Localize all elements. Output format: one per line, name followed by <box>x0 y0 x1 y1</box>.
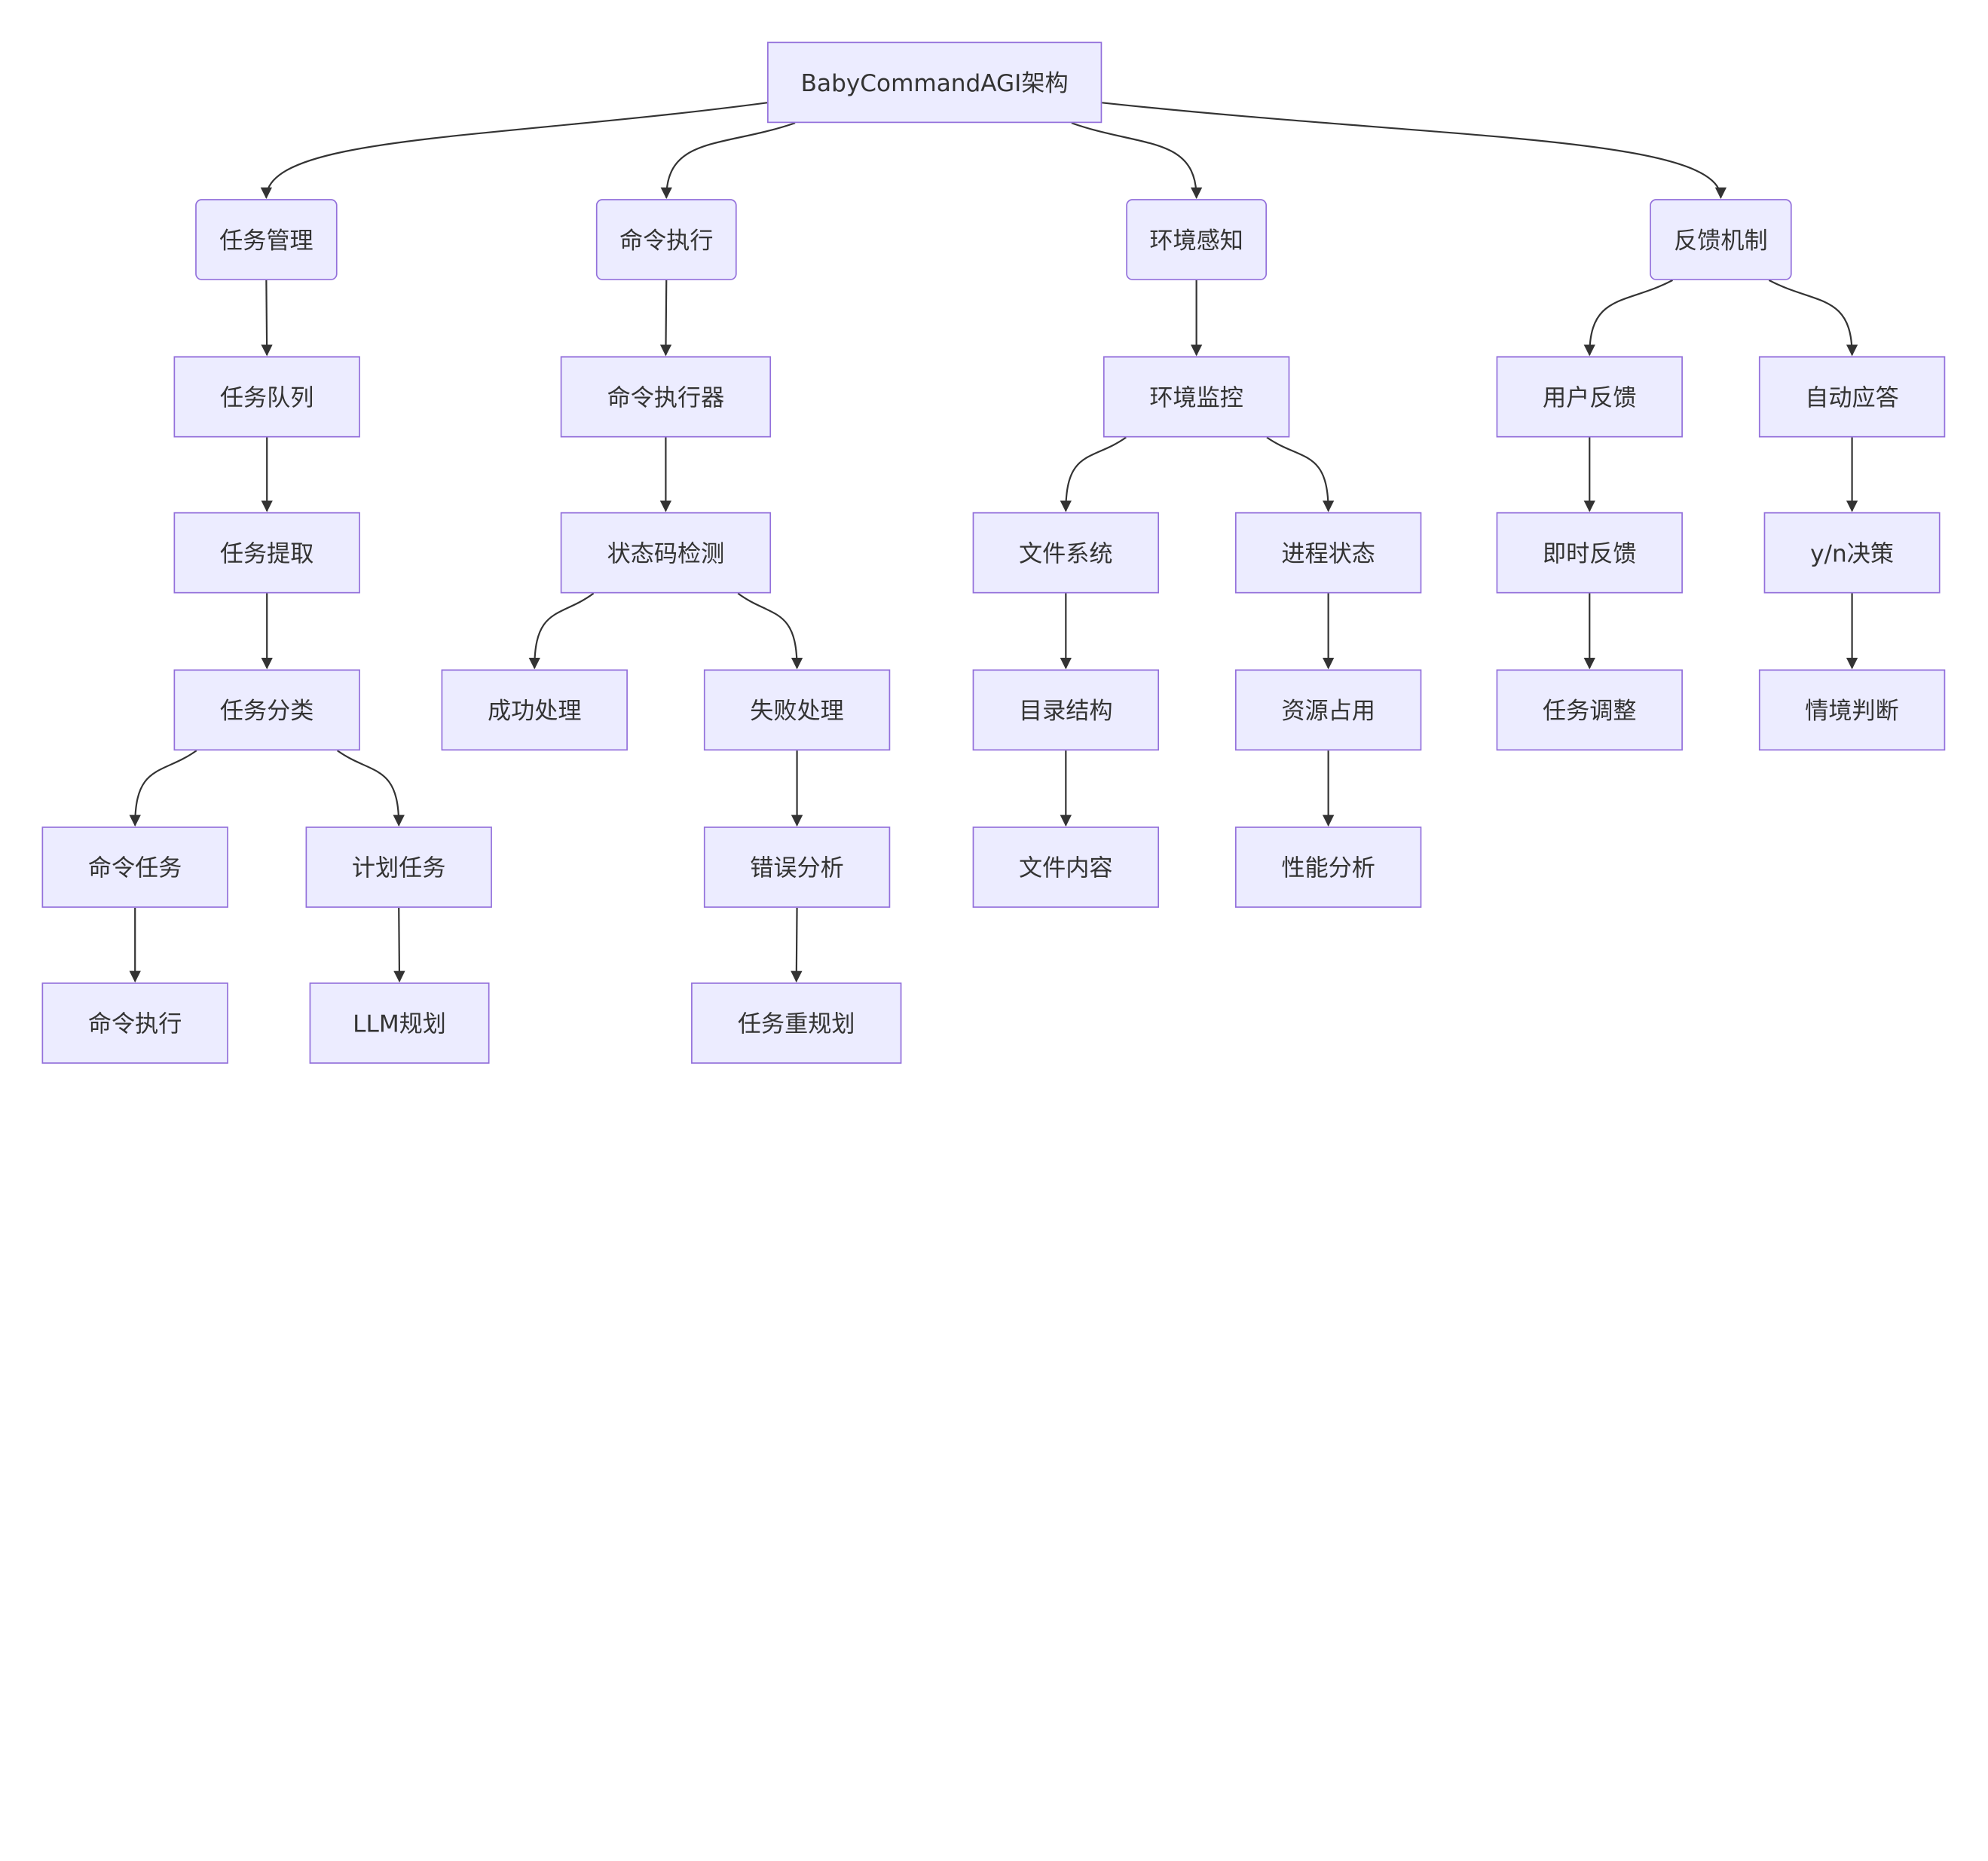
edge-root-to-task_mgmt <box>260 102 768 200</box>
edge-root-to-cmd_exec <box>660 122 796 200</box>
edge-task_classify-to-cmd_task <box>129 750 197 827</box>
node-file-system: 文件系统 <box>972 512 1159 594</box>
node-task-fetch: 任务提取 <box>173 512 360 594</box>
edge-status_check-to-success <box>528 592 595 670</box>
edge-task_mgmt-to-task_queue <box>261 280 273 356</box>
node-environment-monitor: 环境监控 <box>1103 356 1290 438</box>
edge-layer <box>129 102 1858 982</box>
edge-root-to-env_sense <box>1071 122 1203 200</box>
node-plan-task: 计划任务 <box>305 827 492 908</box>
node-environment-sensing: 环境感知 <box>1126 199 1268 280</box>
node-error-analysis: 错误分析 <box>703 827 891 908</box>
node-llm-planning: LLM规划 <box>309 982 490 1064</box>
node-root: BabyCommandAGI架构 <box>767 41 1103 124</box>
edge-root-to-feedback <box>1102 102 1727 200</box>
edge-env_monitor-to-file_system <box>1060 436 1127 512</box>
node-task-queue: 任务队列 <box>173 356 360 438</box>
node-success-handling: 成功处理 <box>441 669 628 751</box>
node-directory-structure: 目录结构 <box>972 669 1159 751</box>
node-task-classify: 任务分类 <box>173 669 360 751</box>
node-task-replan: 任务重规划 <box>691 982 902 1064</box>
node-resource-usage: 资源占用 <box>1234 669 1422 751</box>
node-performance-analysis: 性能分析 <box>1234 827 1422 908</box>
edge-feedback-to-user_feedback <box>1583 279 1673 356</box>
node-feedback-mechanism: 反馈机制 <box>1650 199 1792 280</box>
node-command-run: 命令执行 <box>41 982 228 1064</box>
node-context-judgement: 情境判断 <box>1758 669 1946 751</box>
node-process-status: 进程状态 <box>1234 512 1422 594</box>
edge-status_check-to-failure <box>737 592 803 670</box>
node-file-content: 文件内容 <box>972 827 1159 908</box>
edge-feedback-to-auto_reply <box>1768 279 1858 356</box>
node-command-task: 命令任务 <box>41 827 228 908</box>
node-command-executor: 命令执行器 <box>560 356 772 438</box>
edge-env_monitor-to-process_status <box>1266 436 1335 512</box>
edge-task_classify-to-plan_task <box>336 750 405 827</box>
node-auto-reply: 自动应答 <box>1758 356 1946 438</box>
node-instant-feedback: 即时反馈 <box>1496 512 1683 594</box>
node-failure-handling: 失败处理 <box>703 669 891 751</box>
node-task-adjustment: 任务调整 <box>1496 669 1683 751</box>
node-status-code-check: 状态码检测 <box>560 512 772 594</box>
node-yn-decision: y/n决策 <box>1763 512 1941 594</box>
node-user-feedback: 用户反馈 <box>1496 356 1683 438</box>
node-command-execution: 命令执行 <box>595 199 737 280</box>
node-task-management: 任务管理 <box>195 199 338 280</box>
edge-cmd_exec-to-executor <box>659 280 672 356</box>
